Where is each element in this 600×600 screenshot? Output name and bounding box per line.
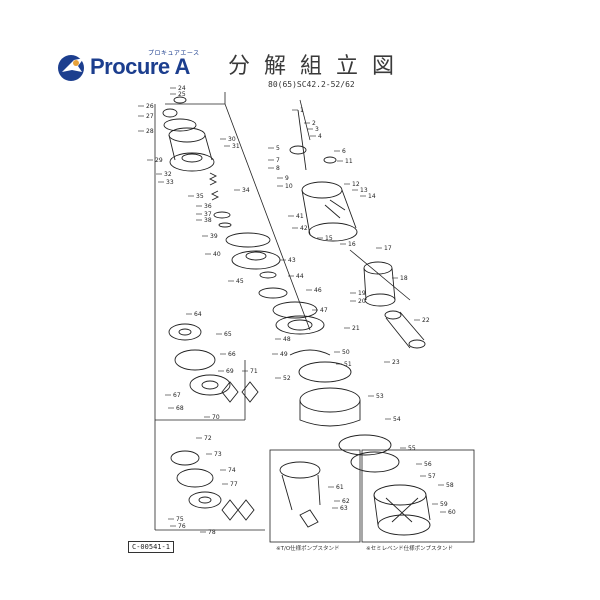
part-label-9: 9 [285,175,289,182]
part-label-37: 37 [204,211,212,218]
part-label-75: 75 [176,516,184,523]
diagram-frames [154,92,475,543]
part-label-24: 24 [178,85,186,92]
part-label-64: 64 [194,311,202,318]
part-label-8: 8 [276,165,280,172]
part-label-5: 5 [276,145,280,152]
part-label-47: 47 [320,307,328,314]
part-label-25: 25 [178,91,186,98]
logo-text: Procure A [90,54,190,79]
part-label-53: 53 [376,393,384,400]
part-label-58: 58 [446,482,454,489]
part-label-13: 13 [360,187,368,194]
flange-parts [168,323,431,536]
part-label-59: 59 [440,501,448,508]
part-label-74: 74 [228,467,236,474]
procure-a-logo[interactable]: プロキュアエース Procure A [56,48,206,88]
part-label-45: 45 [236,278,244,285]
part-label-33: 33 [166,179,174,186]
flying-hero-icon [58,55,84,81]
part-label-15: 15 [325,235,333,242]
part-label-18: 18 [400,275,408,282]
part-label-44: 44 [296,273,304,280]
part-label-51: 51 [344,361,352,368]
part-label-10: 10 [285,183,293,190]
logo-subtitle: プロキュアエース [148,50,200,57]
part-label-56: 56 [424,461,432,468]
caption-semi-stand: ※セミレベンド仕様ポンプスタンド [366,546,453,552]
part-label-32: 32 [164,171,172,178]
part-label-57: 57 [428,473,436,480]
part-label-14: 14 [368,193,376,200]
part-label-7: 7 [276,157,280,164]
part-label-41: 41 [296,213,304,220]
part-label-16: 16 [348,241,356,248]
part-label-27: 27 [146,113,154,120]
part-label-21: 21 [352,325,360,332]
part-label-67: 67 [173,392,181,399]
part-label-1: 1 [300,107,304,114]
part-label-17: 17 [384,245,392,252]
part-label-65: 65 [224,331,232,338]
page-title: 分解組立図 [228,54,409,79]
part-label-12: 12 [352,181,360,188]
part-label-78: 78 [208,529,216,536]
part-label-36: 36 [204,203,212,210]
part-label-69: 69 [226,368,234,375]
part-label-34: 34 [242,187,250,194]
part-label-19: 19 [358,290,366,297]
part-label-73: 73 [214,451,222,458]
part-label-70: 70 [212,414,220,421]
part-label-3: 3 [315,126,319,133]
part-label-63: 63 [340,505,348,512]
part-label-66: 66 [228,351,236,358]
part-label-60: 60 [448,509,456,516]
part-label-22: 22 [422,317,430,324]
part-label-71: 71 [250,368,258,375]
model-number: 80(65)SC42.2-52/62 [268,80,355,89]
part-label-30: 30 [228,136,236,143]
part-label-39: 39 [210,233,218,240]
part-label-28: 28 [146,128,154,135]
caption-to-stand: ※T/O仕様ポンプスタンド [276,546,340,552]
part-label-42: 42 [300,225,308,232]
part-label-48: 48 [283,336,291,343]
part-label-52: 52 [283,375,291,382]
part-label-54: 54 [393,416,401,423]
left-assembly [162,96,400,473]
part-label-31: 31 [232,143,240,150]
document-code: C-00541-1 [128,541,174,553]
part-label-4: 4 [318,133,322,140]
part-label-11: 11 [345,158,353,165]
part-label-68: 68 [176,405,184,412]
part-label-43: 43 [288,257,296,264]
part-label-49: 49 [280,351,288,358]
part-label-76: 76 [178,523,186,530]
part-label-72: 72 [204,435,212,442]
part-label-6: 6 [342,148,346,155]
part-label-62: 62 [342,498,350,505]
part-label-77: 77 [230,481,238,488]
part-label-46: 46 [314,287,322,294]
part-label-20: 20 [358,298,366,305]
part-label-38: 38 [204,217,212,224]
part-label-29: 29 [155,157,163,164]
part-label-61: 61 [336,484,344,491]
part-label-23: 23 [392,359,400,366]
part-label-35: 35 [196,193,204,200]
right-assembly [289,109,426,349]
part-label-50: 50 [342,349,350,356]
part-label-2: 2 [312,120,316,127]
part-label-55: 55 [408,445,416,452]
part-label-40: 40 [213,251,221,258]
part-label-26: 26 [146,103,154,110]
